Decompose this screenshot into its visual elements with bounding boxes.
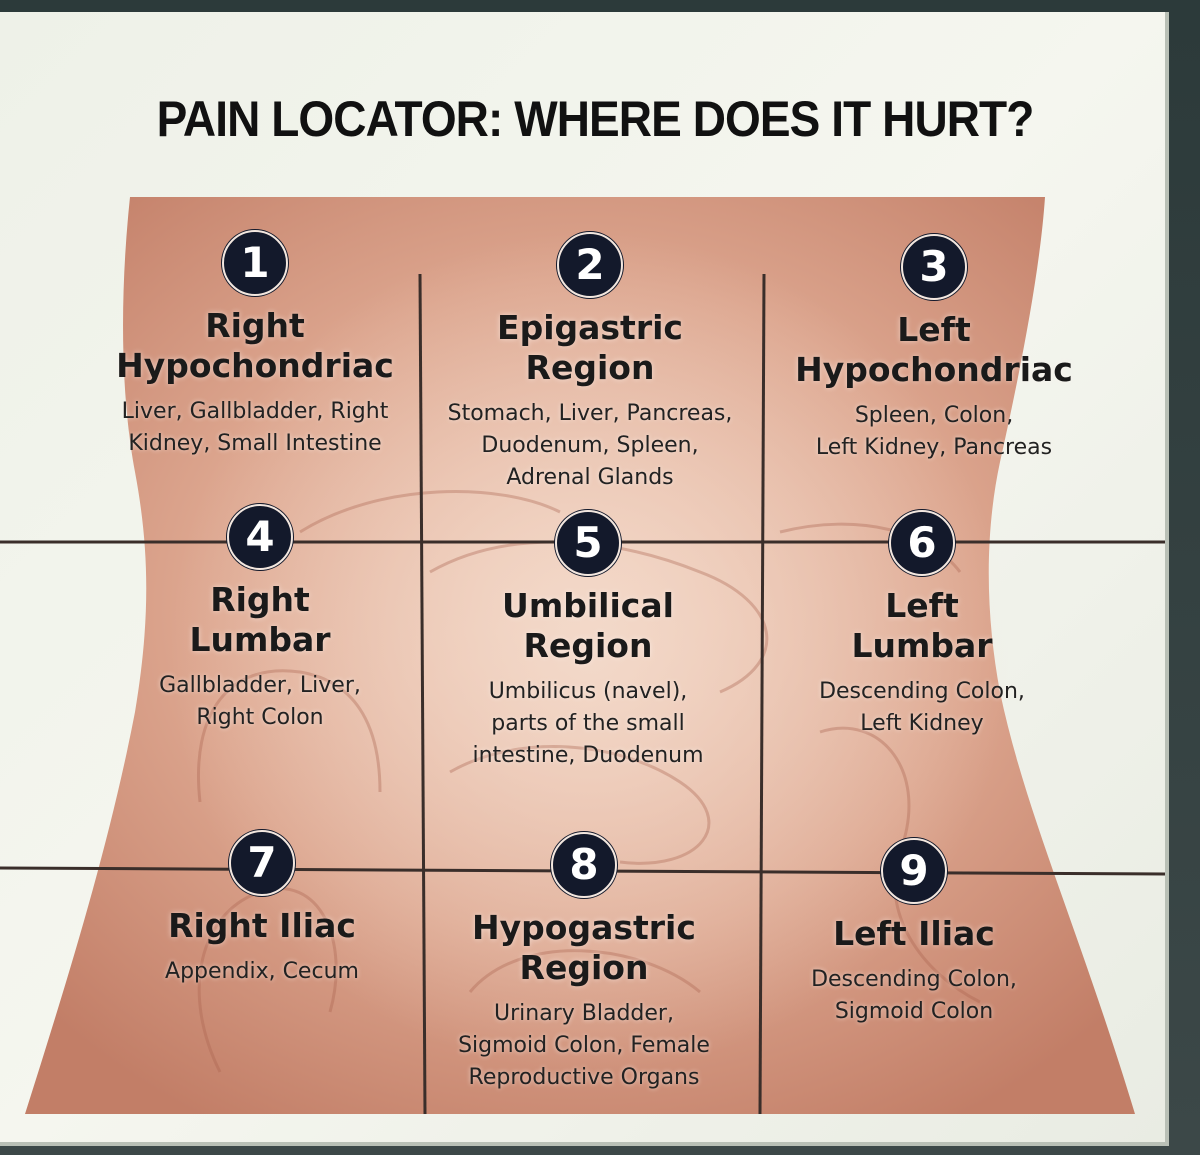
region-name: Right Lumbar: [189, 580, 331, 659]
poster-panel: PAIN LOCATOR: WHERE DOES IT HURT?: [0, 12, 1169, 1146]
region-number-badge: 9: [881, 838, 947, 904]
region-organs: Descending Colon, Sigmoid Colon: [811, 967, 1017, 1024]
region-name: Right Iliac: [168, 906, 356, 945]
region-name: Right Hypochondriac: [116, 306, 394, 385]
region-right-lumbar: 4 Right Lumbar Gallbladder, Liver, Right…: [90, 504, 430, 734]
region-organs: Descending Colon, Left Kidney: [819, 679, 1025, 736]
region-number-badge: 3: [901, 234, 967, 300]
region-number-badge: 7: [229, 830, 295, 896]
region-left-iliac: 9 Left Iliac Descending Colon, Sigmoid C…: [744, 838, 1084, 1028]
region-number-badge: 4: [227, 504, 293, 570]
region-organs: Urinary Bladder, Sigmoid Colon, Female R…: [458, 1001, 710, 1090]
torso-highlight: [170, 232, 1010, 1072]
region-organs: Liver, Gallbladder, Right Kidney, Small …: [121, 399, 389, 456]
grid-line-vertical-left: [418, 273, 427, 1115]
region-name: Left Hypochondriac: [795, 310, 1073, 389]
region-name: Left Lumbar: [851, 586, 993, 665]
region-name: Hypogastric Region: [472, 908, 696, 987]
region-left-lumbar: 6 Left Lumbar Descending Colon, Left Kid…: [752, 510, 1092, 740]
region-organs: Stomach, Liver, Pancreas, Duodenum, Sple…: [447, 401, 733, 490]
page-title: PAIN LOCATOR: WHERE DOES IT HURT?: [156, 91, 1035, 147]
region-number-badge: 5: [555, 510, 621, 576]
region-name: Left Iliac: [833, 914, 995, 953]
grid-line-vertical-right: [758, 273, 766, 1115]
region-umbilical: 5 Umbilical Region Umbilicus (navel), pa…: [418, 510, 758, 772]
region-epigastric: 2 Epigastric Region Stomach, Liver, Panc…: [420, 232, 760, 494]
region-organs: Umbilicus (navel), parts of the small in…: [472, 679, 704, 768]
organ-contours: [197, 490, 981, 1073]
region-number-badge: 2: [557, 232, 623, 298]
region-left-hypochondriac: 3 Left Hypochondriac Spleen, Colon, Left…: [764, 234, 1104, 464]
region-name: Epigastric Region: [497, 308, 683, 387]
region-hypogastric: 8 Hypogastric Region Urinary Bladder, Si…: [414, 832, 754, 1094]
region-number-badge: 6: [889, 510, 955, 576]
region-number-badge: 8: [551, 832, 617, 898]
region-organs: Gallbladder, Liver, Right Colon: [159, 673, 361, 730]
region-organs: Spleen, Colon, Left Kidney, Pancreas: [815, 403, 1053, 460]
region-right-hypochondriac: 1 Right Hypochondriac Liver, Gallbladder…: [85, 230, 425, 460]
region-number-badge: 1: [222, 230, 288, 296]
abdomen-illustration: [0, 197, 1165, 1115]
region-name: Umbilical Region: [502, 586, 674, 665]
region-right-iliac: 7 Right Iliac Appendix, Cecum: [92, 830, 432, 988]
region-organs: Appendix, Cecum: [165, 959, 359, 984]
